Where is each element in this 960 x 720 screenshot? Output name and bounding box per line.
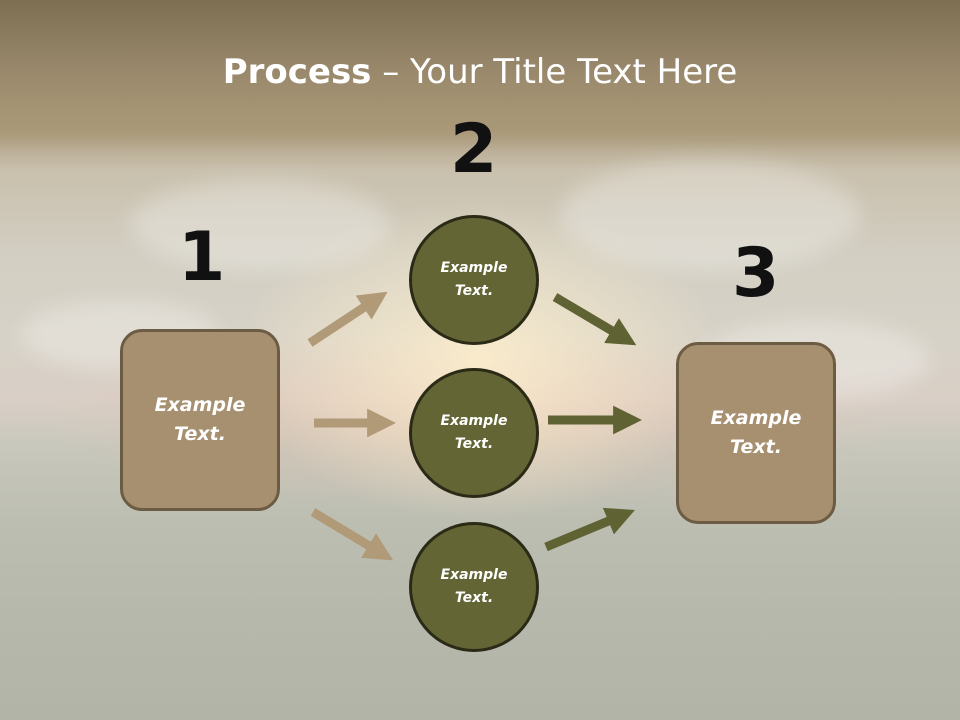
cloud <box>560 160 860 270</box>
process-circle-middle-text: Example Text. <box>440 413 508 452</box>
arrow-left-to-top <box>307 291 388 347</box>
process-circle-bottom-text: Example Text. <box>440 567 508 606</box>
right-step-box-text: Example Text. <box>710 407 802 458</box>
process-circle-top-text: Example Text. <box>440 260 508 299</box>
step-number-1: 1 <box>178 218 226 297</box>
step-number-2: 2 <box>450 110 498 189</box>
left-step-box-text: Example Text. <box>154 394 246 445</box>
step-number-3: 3 <box>732 234 780 313</box>
title-bold: Process <box>222 52 372 92</box>
arrow-left-to-bottom <box>310 508 394 561</box>
right-step-box[interactable]: Example Text. <box>676 342 836 524</box>
process-circle-middle[interactable]: Example Text. <box>409 368 539 498</box>
process-circle-bottom[interactable]: Example Text. <box>409 522 539 652</box>
cloud <box>130 180 390 270</box>
left-step-box[interactable]: Example Text. <box>120 329 280 511</box>
process-circle-top[interactable]: Example Text. <box>409 215 539 345</box>
title-band <box>0 0 960 150</box>
arrow-bottom-to-right <box>544 507 635 552</box>
slide-title: Process – Your Title Text Here <box>0 52 960 92</box>
arrow-top-to-right <box>552 293 637 346</box>
title-rest: – Your Title Text Here <box>371 52 738 92</box>
